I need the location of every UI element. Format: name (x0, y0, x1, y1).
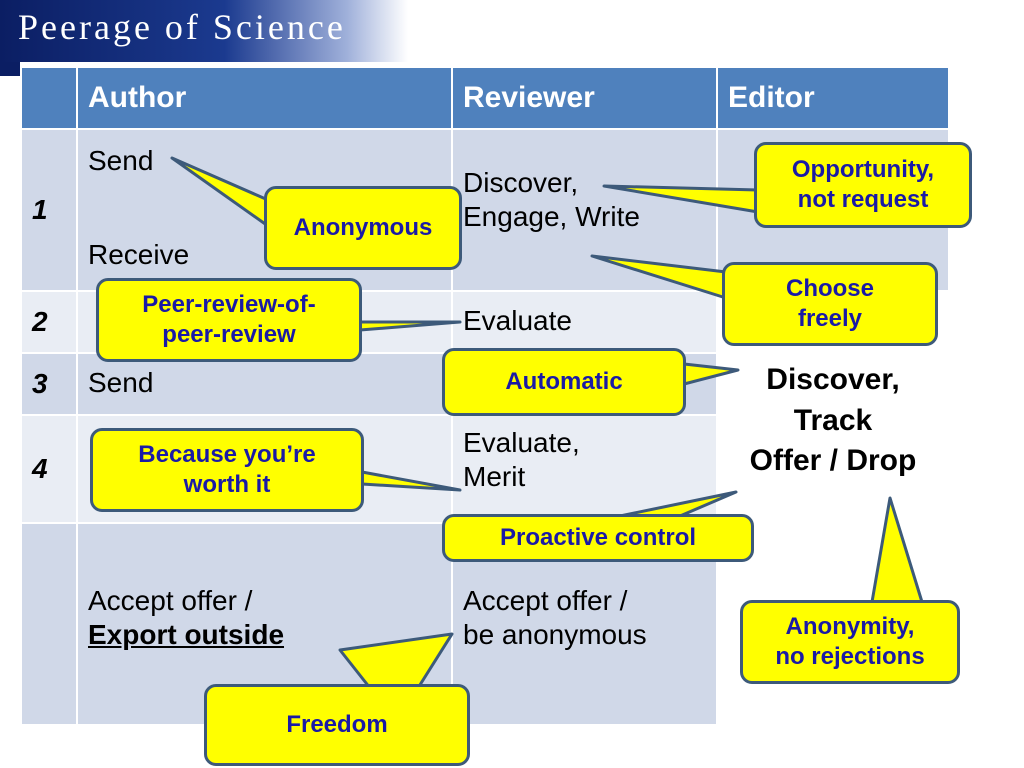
row-number: 3 (20, 352, 78, 416)
row-number: 4 (20, 414, 78, 524)
brand-accent-bar (0, 62, 20, 76)
editor-cell (716, 352, 950, 416)
reviewer-cell: Evaluate (451, 290, 718, 354)
export-outside-text: Export outside (88, 618, 285, 650)
callout-peer-review: Peer-review-of- peer-review (96, 278, 362, 362)
author-cell: Send Receive (76, 128, 453, 292)
author-cell: Send (76, 352, 453, 416)
reviewer-text: Merit (463, 460, 526, 492)
reviewer-text: Evaluate (463, 305, 572, 336)
header-cell-num (20, 66, 78, 130)
reviewer-text: be anonymous (463, 618, 647, 650)
row-number: 1 (20, 128, 78, 292)
callout-automatic: Automatic (442, 348, 686, 416)
callout-freedom: Freedom (204, 684, 470, 766)
author-text: Send (88, 367, 154, 398)
callout-choose-freely: Choose freely (722, 262, 938, 346)
callout-anonymity: Anonymity, no rejections (740, 600, 960, 684)
author-text: Accept offer / (88, 585, 253, 616)
editor-actions-text: Discover, Track Offer / Drop (749, 363, 917, 477)
brand-banner: Peerage of Science (0, 0, 408, 62)
header-cell-author: Author (76, 66, 453, 130)
reviewer-cell: Evaluate, Merit (451, 414, 718, 524)
row-number: 2 (20, 290, 78, 354)
reviewer-text: Engage, Write (463, 200, 640, 232)
callout-anonymous: Anonymous (264, 186, 462, 270)
reviewer-text: Discover, (463, 167, 579, 198)
reviewer-text: Evaluate, (463, 427, 580, 458)
header-cell-editor: Editor (716, 66, 950, 130)
table-header-row: Author Reviewer Editor (20, 66, 950, 130)
reviewer-cell: Discover, Engage, Write (451, 128, 718, 292)
header-cell-reviewer: Reviewer (451, 66, 718, 130)
reviewer-text: Accept offer / (463, 585, 628, 616)
author-text: Receive (88, 238, 190, 270)
callout-because: Because you’re worth it (90, 428, 364, 512)
brand-title: Peerage of Science (18, 7, 346, 47)
author-text: Send (88, 145, 154, 176)
callout-opportunity: Opportunity, not request (754, 142, 972, 228)
row-number (20, 522, 78, 726)
callout-proactive-control: Proactive control (442, 514, 754, 562)
